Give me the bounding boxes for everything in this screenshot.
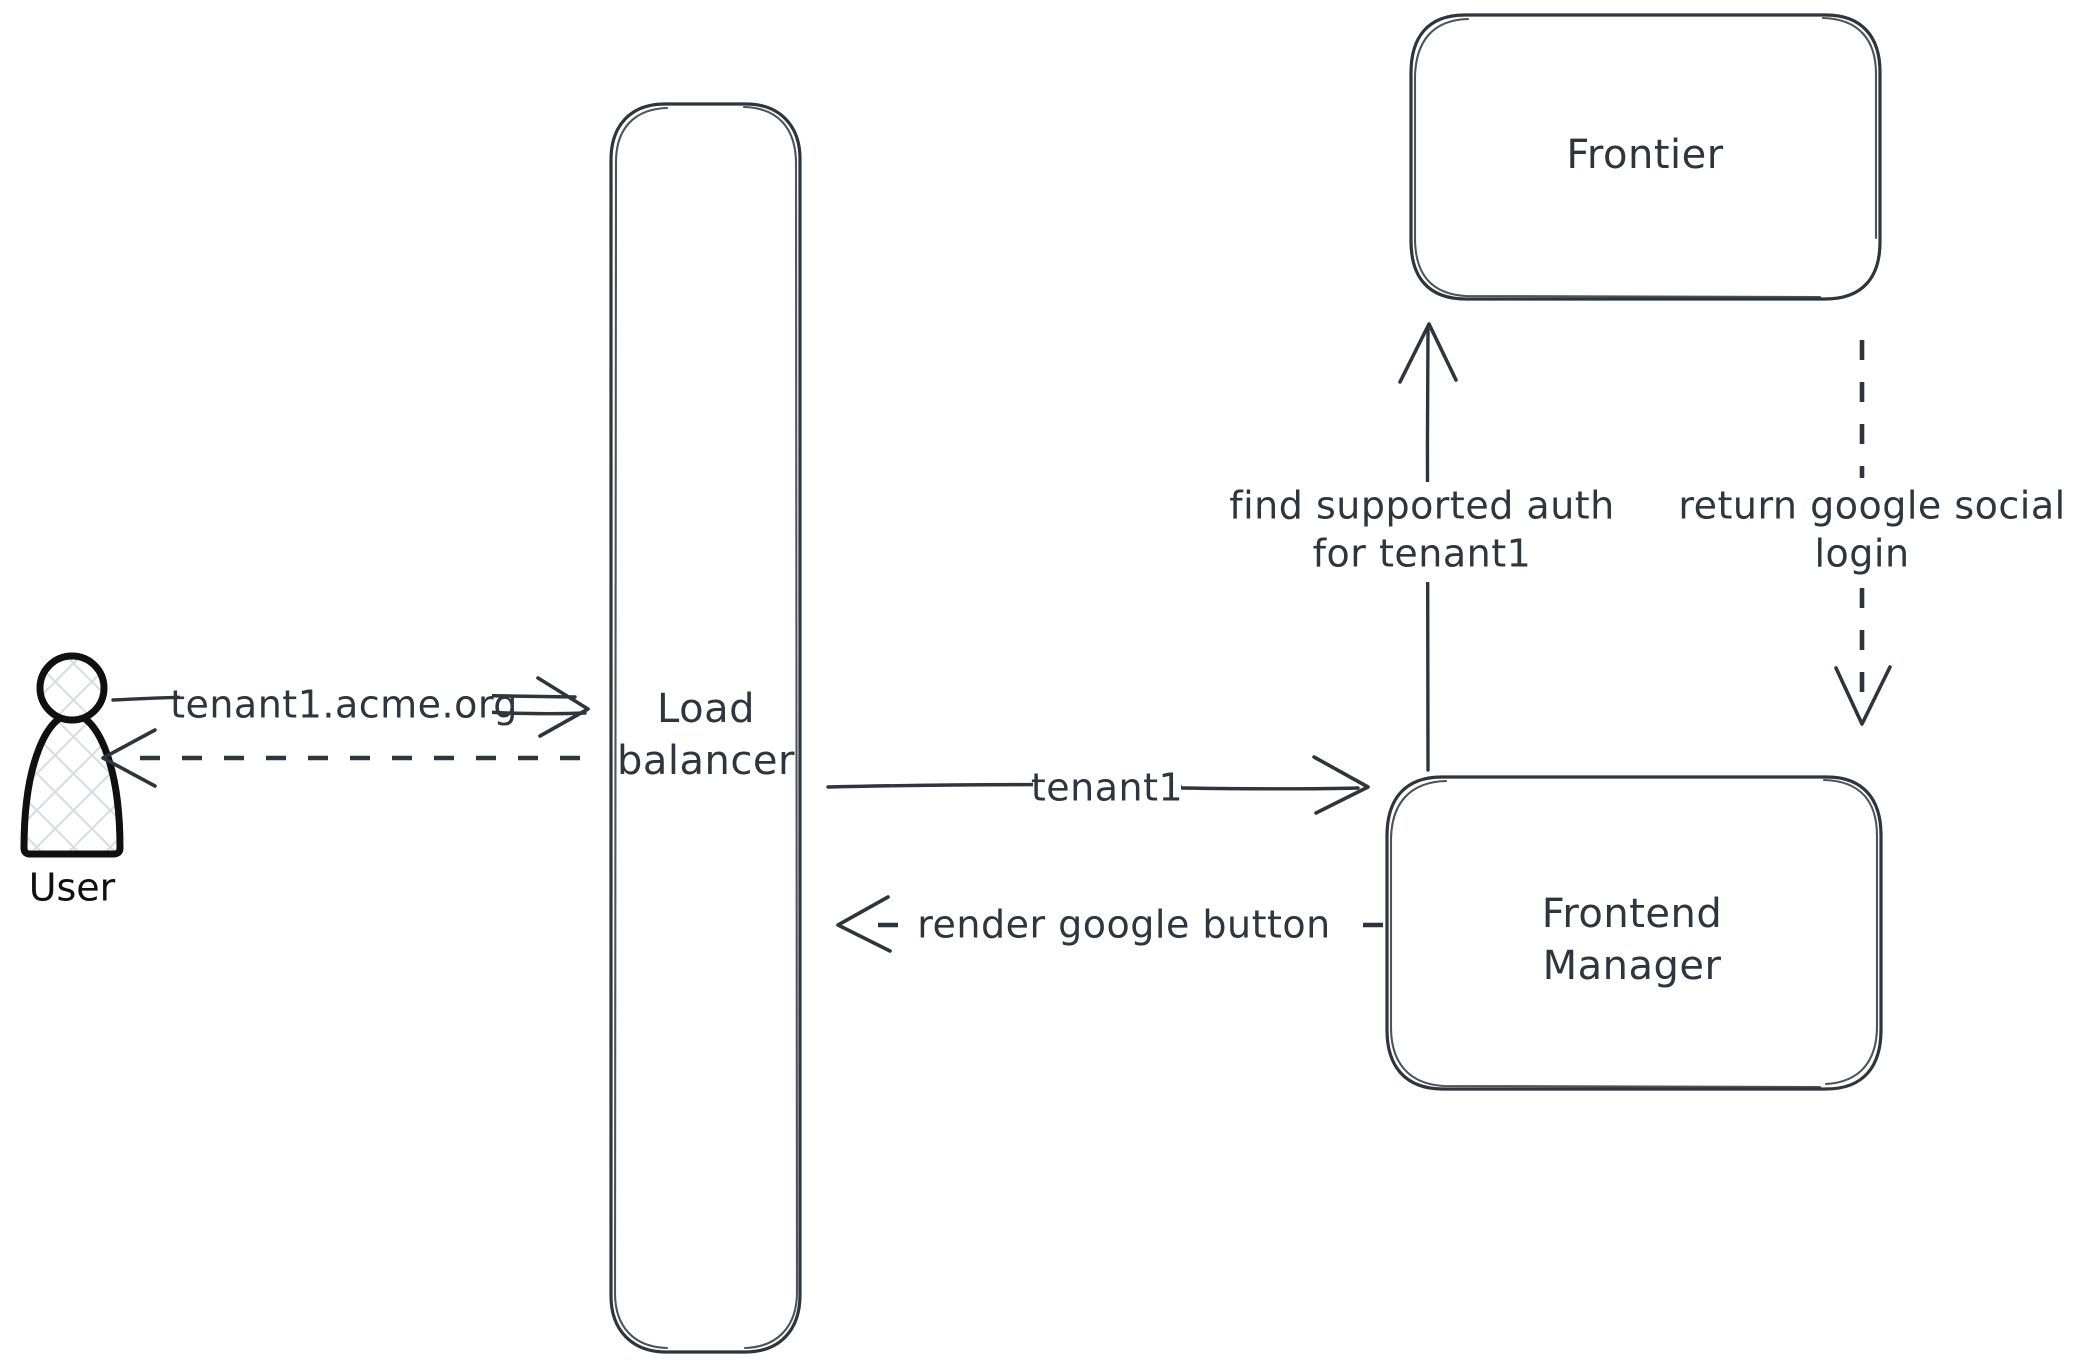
edge-fm-to-frontier-label-line1: find supported auth xyxy=(1229,484,1615,528)
edge-lb-to-fm-line-right xyxy=(1180,786,1360,791)
node-load-balancer[interactable]: Load balancer xyxy=(609,102,802,1354)
edge-fm-to-lb-label: render google button xyxy=(917,903,1331,947)
edge-user-to-lb-arrowhead xyxy=(536,676,590,738)
edge-fm-to-frontier-label-line2: for tenant1 xyxy=(1313,532,1532,576)
load-balancer-label-line1: Load xyxy=(657,686,755,732)
load-balancer-shape xyxy=(609,102,802,1354)
frontend-manager-sketch-overlay-2 xyxy=(1822,778,1879,1086)
edge-load-balancer-to-user[interactable] xyxy=(101,728,580,788)
edge-frontier-to-fm-label-line2: login xyxy=(1814,532,1909,576)
edge-frontend-manager-to-load-balancer[interactable]: render google button xyxy=(836,895,1383,953)
edge-user-to-lb-label-bg xyxy=(180,682,492,726)
frontier-sketch-overlay xyxy=(1413,17,1822,299)
edge-frontier-to-frontend-manager[interactable]: return google social login xyxy=(1672,340,2072,726)
load-balancer-label-line2: balancer xyxy=(617,738,795,784)
edge-frontend-manager-to-frontier[interactable]: find supported auth for tenant1 xyxy=(1218,322,1623,772)
edge-fm-to-lb-arrowhead xyxy=(836,895,892,953)
user-head-icon xyxy=(36,652,108,724)
load-balancer-sketch-overlay xyxy=(613,106,669,1350)
edge-fm-to-frontier-arrowhead xyxy=(1398,322,1458,384)
frontend-manager-label-line2: Manager xyxy=(1543,943,1722,989)
edge-load-balancer-to-frontend-manager[interactable]: tenant1 xyxy=(826,755,1370,815)
node-frontend-manager[interactable]: Frontend Manager xyxy=(1385,775,1883,1091)
edge-frontier-to-fm-arrowhead xyxy=(1834,665,1892,726)
edge-lb-to-user-arrowhead xyxy=(101,728,157,788)
frontend-manager-sketch-overlay xyxy=(1389,779,1822,1089)
load-balancer-sketch-overlay-2 xyxy=(742,105,799,1350)
frontier-label: Frontier xyxy=(1566,132,1723,178)
edge-user-to-lb-label: tenant1.acme.org xyxy=(170,683,518,727)
edge-frontier-to-fm-label-line1: return google social xyxy=(1678,484,2065,528)
frontier-sketch-overlay-2 xyxy=(1821,16,1878,240)
frontend-manager-label-line1: Frontend xyxy=(1542,891,1723,937)
user-body-icon xyxy=(20,710,124,858)
edge-lb-to-fm-label-bg xyxy=(1033,765,1181,809)
frontier-shape xyxy=(1409,13,1882,301)
edge-fm-to-frontier-label-bg xyxy=(1218,482,1623,582)
edge-lb-to-fm-arrowhead xyxy=(1312,755,1370,815)
user-label: User xyxy=(29,866,116,910)
edge-user-to-load-balancer[interactable]: tenant1.acme.org xyxy=(111,676,590,738)
frontend-manager-shape xyxy=(1385,775,1883,1091)
edge-frontier-to-fm-label-bg-1 xyxy=(1672,482,2072,530)
node-frontier[interactable]: Frontier xyxy=(1409,13,1882,301)
actor-user[interactable]: User xyxy=(20,652,124,910)
edge-frontier-to-fm-label-bg-2 xyxy=(1790,530,1940,582)
edge-lb-to-fm-label: tenant1 xyxy=(1031,766,1183,810)
